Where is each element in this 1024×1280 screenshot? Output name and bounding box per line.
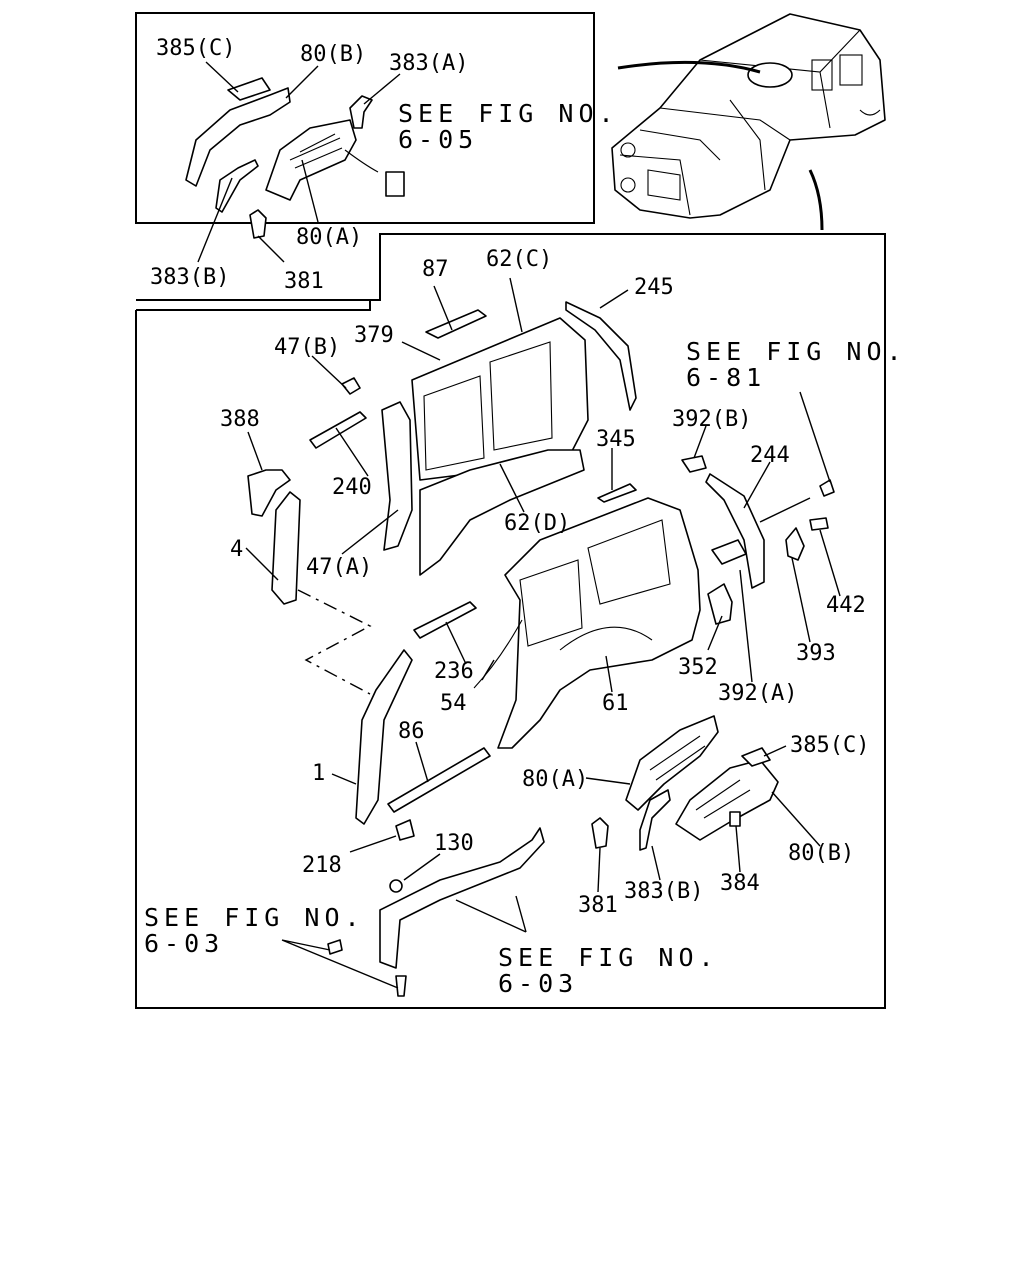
label-87: 87 (422, 257, 449, 282)
label-392b: 392(B) (672, 407, 751, 432)
label-385c: 385(C) (790, 733, 869, 758)
ref-fig-603-right-line1: SEE FIG NO. (498, 943, 719, 972)
inset-frame (135, 12, 595, 224)
label-245: 245 (634, 275, 674, 300)
ref-fig-681-line2: 6-81 (686, 363, 766, 392)
label-80b: 80(B) (788, 841, 854, 866)
label-47b: 47(B) (274, 335, 340, 360)
label-54: 54 (440, 691, 467, 716)
part-labels: 385(C) 80(B) 383(A) 383(B) 80(A) 381 87 … (150, 36, 869, 918)
figure-references: SEE FIG NO. 6-05 SEE FIG NO. 6-81 SEE FI… (144, 99, 907, 998)
ref-fig-603-left-line1: SEE FIG NO. (144, 903, 365, 932)
label-352: 352 (678, 655, 718, 680)
label-240: 240 (332, 475, 372, 500)
vehicle-body-overview (611, 13, 886, 231)
label-442: 442 (826, 593, 866, 618)
label-4: 4 (230, 537, 243, 562)
label-384: 384 (720, 871, 760, 896)
label-1: 1 (312, 761, 325, 786)
label-inset-385c: 385(C) (156, 36, 235, 61)
leader-lines (197, 61, 841, 989)
label-393: 393 (796, 641, 836, 666)
label-381: 381 (578, 893, 618, 918)
ref-fig-605-line2: 6-05 (398, 125, 478, 154)
label-236: 236 (434, 659, 474, 684)
ref-fig-605-line1: SEE FIG NO. (398, 99, 619, 128)
label-383b: 383(B) (624, 879, 703, 904)
label-86: 86 (398, 719, 425, 744)
label-392a: 392(A) (718, 681, 797, 706)
label-inset-80a: 80(A) (296, 225, 362, 250)
label-130: 130 (434, 831, 474, 856)
inset-wheelhouse-parts (185, 77, 405, 239)
label-345: 345 (596, 427, 636, 452)
ref-fig-681-line1: SEE FIG NO. (686, 337, 907, 366)
ref-fig-603-left-line2: 6-03 (144, 929, 224, 958)
main-frame (135, 233, 886, 1009)
label-inset-80b: 80(B) (300, 42, 366, 67)
label-379: 379 (354, 323, 394, 348)
label-inset-381: 381 (284, 269, 324, 294)
label-62c: 62(C) (486, 247, 552, 272)
label-inset-383a: 383(A) (389, 51, 468, 76)
label-62d: 62(D) (504, 511, 570, 536)
label-61: 61 (602, 691, 629, 716)
ref-fig-603-right-line2: 6-03 (498, 969, 578, 998)
label-47a: 47(A) (306, 555, 372, 580)
label-388: 388 (220, 407, 260, 432)
label-inset-383b: 383(B) (150, 265, 229, 290)
main-parts (247, 301, 835, 997)
label-244: 244 (750, 443, 790, 468)
label-218: 218 (302, 853, 342, 878)
label-80a: 80(A) (522, 767, 588, 792)
